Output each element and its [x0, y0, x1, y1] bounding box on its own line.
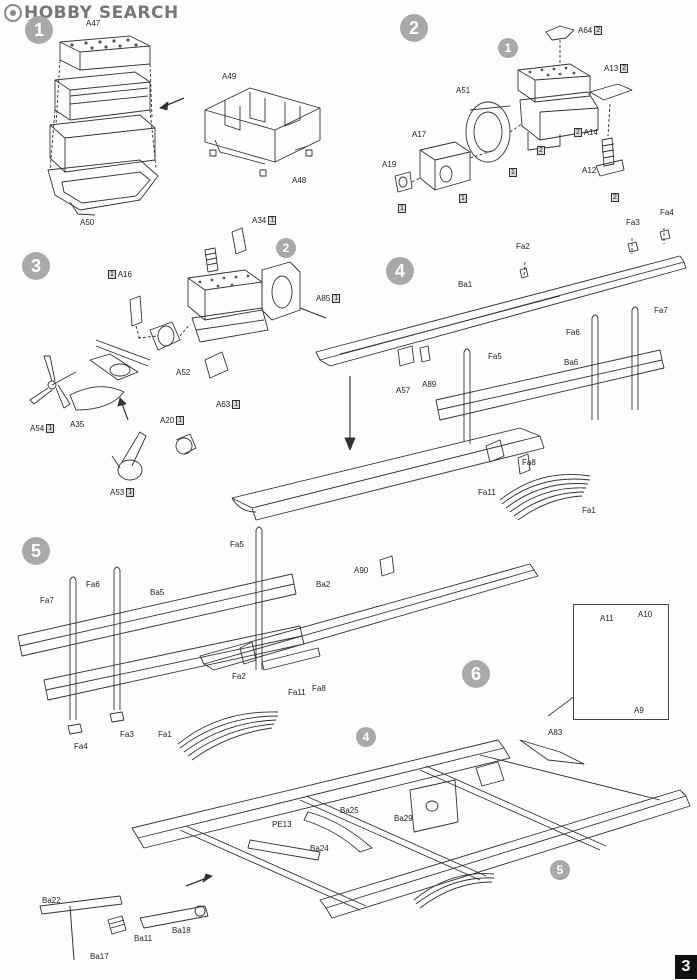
part-label: Fa6: [566, 328, 580, 337]
part-label: Fa4: [74, 742, 88, 751]
watermark-text: HOBBY SEARCH: [24, 3, 179, 23]
part-label: A17: [412, 130, 427, 139]
step3-engine-drawing: [29, 227, 327, 481]
hobby-search-logo: [4, 4, 22, 22]
battery-box-detail-frame: [573, 604, 669, 720]
part-label: Ba6: [564, 358, 579, 367]
part-label: A12: [582, 166, 597, 175]
part-label: A90: [354, 566, 369, 575]
part-label: Fa2: [516, 242, 530, 251]
part-label: A47: [86, 19, 101, 28]
part-label: A83: [548, 728, 563, 737]
step-number-4: 4: [386, 257, 414, 285]
part-label: PE13: [272, 820, 292, 829]
part-label: Fa3: [120, 730, 134, 739]
quantity-box: 1: [459, 194, 467, 204]
part-label: Ba18: [172, 926, 191, 935]
subassembly-ref-1: 1: [498, 38, 518, 58]
part-label: A9: [634, 706, 644, 715]
part-label: Fa11: [478, 488, 496, 497]
part-label: Fa3: [626, 218, 640, 227]
subassembly-ref-2: 2: [276, 238, 296, 258]
part-label: A52: [176, 368, 191, 377]
step1-gearbox-drawing: [204, 87, 321, 177]
part-label: A57: [396, 386, 411, 395]
part-label: 2 A14: [574, 128, 598, 138]
part-label: Ba1: [458, 280, 473, 289]
step4-chassis-drawing: [231, 228, 687, 521]
step1-engine-drawing: [47, 35, 185, 216]
part-label: 1 A16: [108, 270, 132, 280]
part-label: A49: [222, 72, 237, 81]
part-label: A19: [382, 160, 397, 169]
quantity-box: 1: [398, 204, 406, 214]
part-label: Ba25: [340, 806, 359, 815]
part-label: A50: [80, 218, 95, 227]
step-number-2: 2: [400, 14, 428, 42]
step-number-1: 1: [25, 16, 53, 44]
page-number: 3: [675, 955, 697, 979]
quantity-box: 2: [537, 146, 545, 156]
step5-chassis-drawing: [17, 526, 539, 761]
step6-chassis-drawing: [39, 695, 691, 961]
part-label: Ba24: [310, 844, 329, 853]
step-number-6: 6: [462, 660, 490, 688]
part-label: Ba11: [134, 934, 153, 943]
step-number-3: 3: [22, 252, 50, 280]
part-label: Fa1: [582, 506, 596, 515]
part-label: Ba22: [42, 896, 61, 905]
part-label: Fa7: [654, 306, 668, 315]
part-label: Fa8: [522, 458, 536, 467]
quantity-box: 1: [509, 168, 517, 178]
part-label: Ba5: [150, 588, 165, 597]
part-label: Fa2: [232, 672, 246, 681]
part-label: Fa4: [660, 208, 674, 217]
part-label: Fa8: [312, 684, 326, 693]
part-label: A89: [422, 380, 437, 389]
quantity-box: 2: [611, 193, 619, 203]
part-label: A10: [638, 610, 653, 619]
part-label: Ba17: [90, 952, 109, 961]
part-label: Ba2: [316, 580, 331, 589]
part-label: Fa5: [488, 352, 502, 361]
part-label: Fa6: [86, 580, 100, 589]
part-label: Fa5: [230, 540, 244, 549]
step-number-5: 5: [22, 537, 50, 565]
part-label: A35: [70, 420, 85, 429]
part-label: A51: [456, 86, 471, 95]
part-label: A11: [600, 614, 614, 623]
part-label: Ba29: [394, 814, 413, 823]
subassembly-ref-4: 4: [356, 727, 376, 747]
part-label: A48: [292, 176, 307, 185]
subassembly-ref-5: 5: [550, 860, 570, 880]
part-label: Fa11: [288, 688, 306, 697]
part-label: Fa7: [40, 596, 54, 605]
part-label: Fa1: [158, 730, 172, 739]
